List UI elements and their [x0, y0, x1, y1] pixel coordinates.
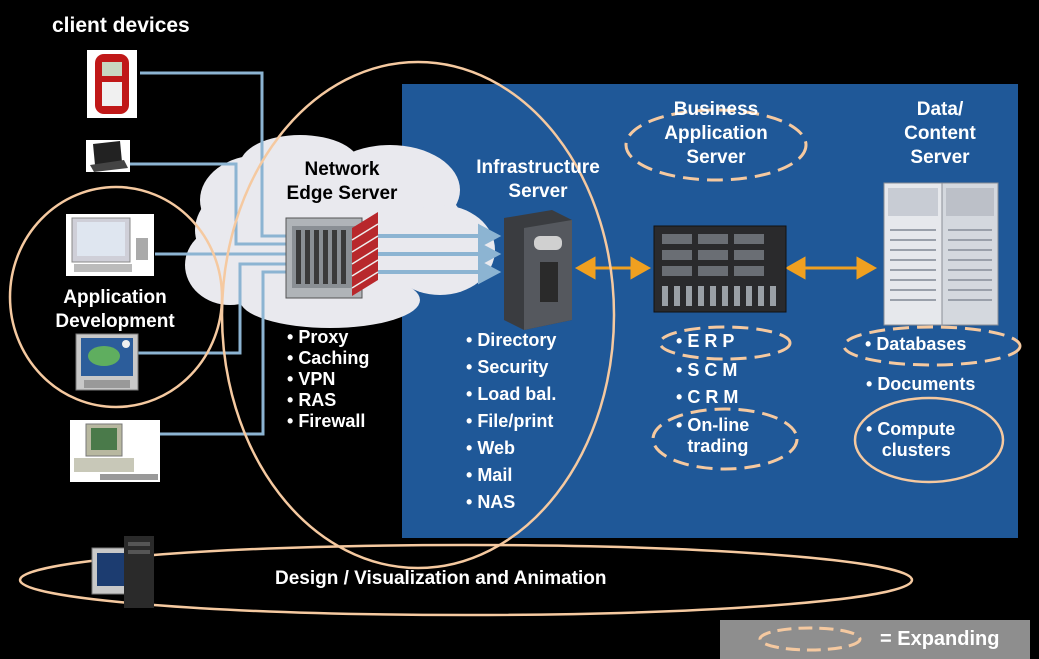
client-devices-title: client devices: [52, 14, 190, 37]
compute-clusters-item: • Compute clusters: [866, 419, 956, 460]
online-trading-dashed-oval: [651, 407, 799, 471]
laptop-icon: [86, 140, 130, 172]
infrastructure-oval: [220, 60, 616, 570]
list-item: File/print: [466, 408, 556, 435]
list-item: Security: [466, 354, 556, 381]
blade-server-icon: [653, 225, 787, 313]
monitor-globe-icon: [75, 333, 139, 391]
compute-clusters-oval: [853, 396, 1005, 484]
databases-item: • Databases: [865, 334, 967, 354]
firewall-icon: [351, 212, 379, 296]
list-item: NAS: [466, 489, 556, 516]
tower-server-icon: [504, 210, 572, 330]
business-app-title: Business Application Server: [664, 99, 768, 168]
list-item: Web: [466, 435, 556, 462]
gold-arrow-infra-business: [574, 256, 652, 280]
rack-server-icon: [285, 217, 363, 299]
documents-item: • Documents: [866, 374, 976, 394]
design-oval: [18, 543, 914, 617]
edge-arrows: [375, 223, 502, 285]
desktop-pc-icon: [66, 214, 154, 276]
legend-label: = Expanding: [880, 628, 1000, 650]
erp-dashed-oval: [658, 325, 792, 361]
network-edge-title: Network Edge Server: [286, 159, 398, 204]
list-item: Load bal.: [466, 381, 556, 408]
infrastructure-list: Directory Security Load bal. File/print …: [466, 327, 556, 516]
databases-dashed-oval: [842, 325, 1022, 367]
workstation-icon: [70, 420, 160, 482]
mobile-phone-icon: [87, 50, 137, 118]
network-edge-list: Proxy Caching VPN RAS Firewall: [287, 324, 369, 435]
list-item: Directory: [466, 327, 556, 354]
app-dev-title: Application Development: [55, 287, 175, 332]
gold-arrow-business-data: [784, 256, 878, 280]
list-item: RAS: [287, 387, 369, 414]
business-app-dashed-oval: [624, 108, 808, 182]
list-item: Caching: [287, 345, 369, 372]
tower-pc-icon: [91, 536, 154, 608]
data-content-title: Data/ Content Server: [904, 99, 976, 168]
client-wires: [128, 71, 290, 436]
scm-item: • S C M: [676, 360, 738, 380]
list-item: Firewall: [287, 408, 369, 435]
list-item: VPN: [287, 366, 369, 393]
erp-item: • E R P: [676, 331, 735, 351]
list-item: Proxy: [287, 324, 369, 351]
infrastructure-title: Infrastructure Server: [476, 157, 600, 202]
crm-item: • C R M: [676, 387, 739, 407]
design-title: Design / Visualization and Animation: [275, 568, 607, 589]
list-item: Mail: [466, 462, 556, 489]
online-trading-item: • On-line trading: [676, 415, 750, 456]
storage-array-icon: [883, 182, 999, 326]
